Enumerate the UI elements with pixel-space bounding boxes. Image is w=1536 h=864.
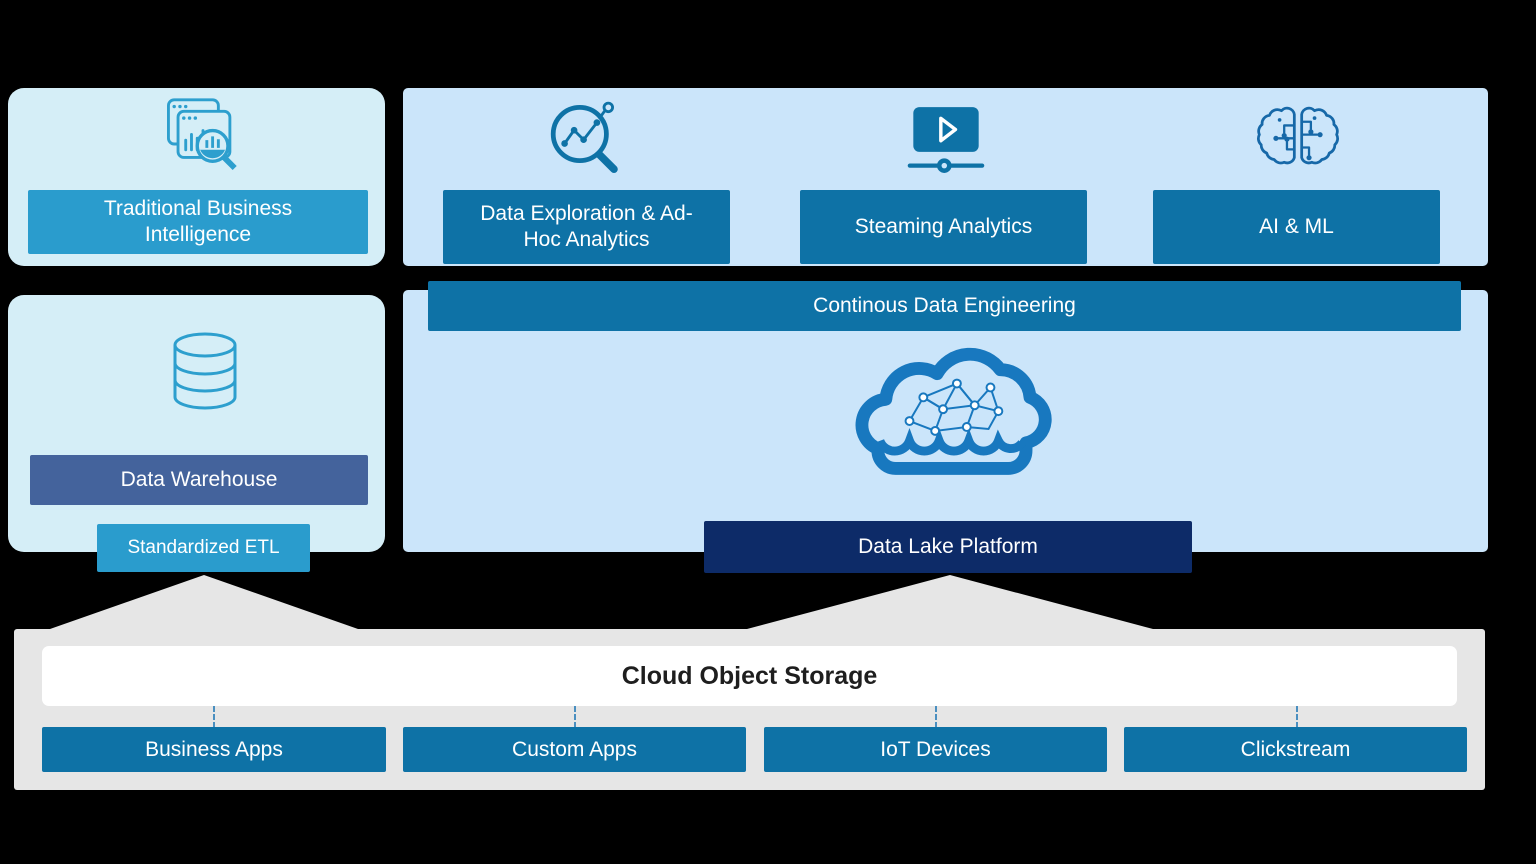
data-warehouse-panel: Data Warehouse: [8, 295, 385, 552]
data-lake-platform-label: Data Lake Platform: [858, 535, 1038, 559]
cloud-network-icon: [855, 347, 1052, 475]
standardized-etl-bar: Standardized ETL: [97, 524, 310, 572]
iot-devices-label: IoT Devices: [880, 737, 991, 761]
magnifier-chart-icon: [550, 101, 618, 173]
connector-dash-business-apps: [213, 706, 215, 728]
data-warehouse-label: Data Warehouse: [120, 468, 278, 492]
bi-dashboard-icon: [167, 98, 237, 171]
cloud-object-storage-bar: Cloud Object Storage: [42, 646, 1457, 706]
data-engineering-bar: Continous Data Engineering: [428, 281, 1461, 331]
steaming-analytics-bar: Steaming Analytics: [800, 190, 1087, 264]
brain-circuit-icon: [1257, 106, 1339, 165]
steaming-analytics-label: Steaming Analytics: [854, 215, 1033, 239]
datalake-to-storage-connector: [747, 575, 1153, 629]
cloud-object-storage-label: Cloud Object Storage: [621, 661, 878, 690]
traditional-bi-bar: Traditional Business Intelligence: [28, 190, 368, 254]
cloud-storage-panel: Cloud Object Storage Business Apps Custo…: [14, 629, 1485, 790]
data-exploration-label: Data Exploration & Ad-Hoc Analytics: [480, 202, 693, 251]
ai-ml-bar: AI & ML: [1153, 190, 1440, 264]
data-engineering-label: Continous Data Engineering: [813, 294, 1076, 318]
data-exploration-bar: Data Exploration & Ad-Hoc Analytics: [443, 190, 730, 264]
iot-devices-bar: IoT Devices: [764, 727, 1107, 772]
video-stream-icon: [907, 107, 985, 173]
clickstream-label: Clickstream: [1240, 737, 1351, 761]
connector-dash-clickstream: [1296, 706, 1298, 728]
connector-dash-custom-apps: [574, 706, 576, 728]
etl-to-storage-connector: [50, 575, 358, 629]
connector-dash-iot-devices: [935, 706, 937, 728]
clickstream-bar: Clickstream: [1124, 727, 1467, 772]
data-warehouse-bar: Data Warehouse: [30, 455, 368, 505]
standardized-etl-label: Standardized ETL: [127, 537, 280, 559]
analytics-panel: Data Exploration & Ad-Hoc Analytics Stea…: [403, 88, 1488, 266]
traditional-bi-label: Traditional Business Intelligence: [103, 197, 293, 246]
database-icon: [173, 332, 237, 410]
traditional-bi-panel: Traditional Business Intelligence: [8, 88, 385, 266]
data-lake-panel: [403, 290, 1488, 552]
business-apps-label: Business Apps: [145, 737, 283, 761]
custom-apps-bar: Custom Apps: [403, 727, 746, 772]
custom-apps-label: Custom Apps: [512, 737, 637, 761]
business-apps-bar: Business Apps: [42, 727, 386, 772]
ai-ml-label: AI & ML: [1259, 215, 1334, 239]
data-lake-platform-bar: Data Lake Platform: [704, 521, 1192, 573]
